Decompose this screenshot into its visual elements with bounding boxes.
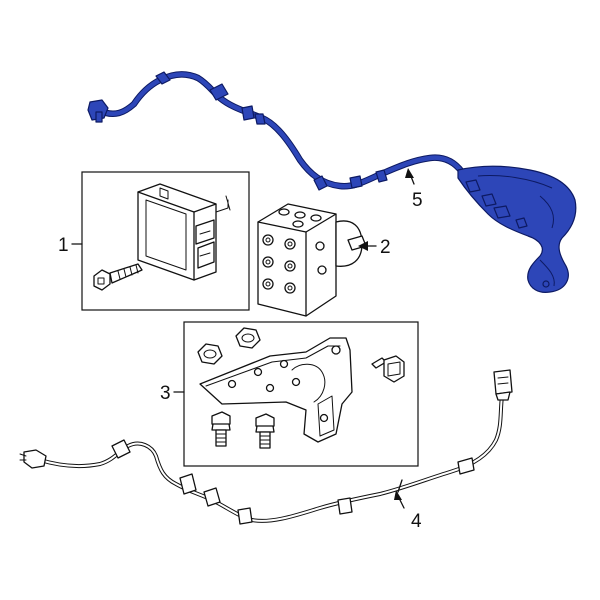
callout-4: 4: [394, 490, 422, 532]
part-3-stud-bolt[interactable]: [371, 355, 405, 383]
part-4-sensor-harness[interactable]: [19, 369, 513, 525]
part-1-control-module[interactable]: [137, 183, 231, 281]
callout-1: 1: [58, 235, 83, 256]
part-5-wiring-harness[interactable]: [87, 71, 577, 293]
callout-5: 5: [405, 168, 423, 211]
callout-3-label: 3: [160, 383, 171, 404]
part-3-bolt-left[interactable]: [211, 411, 231, 447]
part-3-mounting-bracket[interactable]: [199, 337, 353, 443]
callout-3: 3: [160, 383, 185, 404]
callout-2: 2: [358, 237, 391, 258]
part-2-abs-modulator[interactable]: [257, 203, 367, 317]
part-3-nut-right[interactable]: [235, 327, 261, 349]
callout-5-label: 5: [412, 190, 423, 211]
part-3-bolt-right[interactable]: [255, 413, 275, 449]
callout-4-label: 4: [411, 511, 422, 532]
callout-2-label: 2: [380, 237, 391, 258]
callout-1-label: 1: [58, 235, 69, 256]
part-1-bolt[interactable]: [93, 263, 143, 291]
part-3-nut-left[interactable]: [197, 343, 223, 365]
